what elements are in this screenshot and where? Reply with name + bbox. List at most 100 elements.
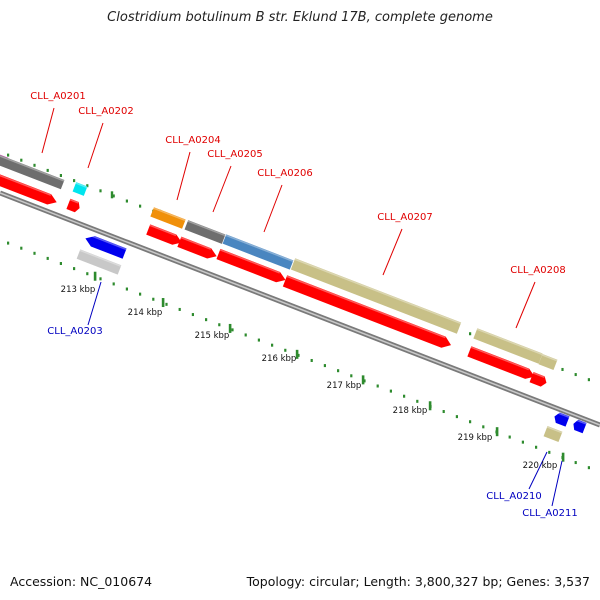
tick-dot-outer [86, 184, 89, 188]
gene-box-cll-a0204-shape [150, 207, 186, 229]
gene-label: CLL_A0210 [486, 491, 541, 502]
gene-label-leader [41, 107, 55, 154]
tick-major-inner [495, 427, 499, 437]
gene-label: CLL_A0205 [207, 149, 262, 160]
gene-label: CLL_A0206 [257, 168, 312, 179]
cds-arrow-a0207-highlight [286, 275, 446, 339]
tick-major-inner [93, 271, 97, 281]
backbone-highlight [0, 192, 600, 426]
tick-dot-inner [46, 256, 49, 260]
gene-label: CLL_A0202 [78, 106, 133, 117]
tick-dot-inner [178, 307, 181, 311]
tick-major-inner [295, 349, 299, 359]
gene-box-cll-a0210-highlight [546, 426, 563, 434]
gene-box-cll-a0206-highlight [225, 234, 294, 262]
cds-arrow-a0208-highlight [470, 346, 530, 371]
tick-dot-inner [139, 292, 142, 296]
tick-major-inner [561, 452, 565, 462]
cds-arrow-a0208-shape [467, 346, 535, 379]
tick-dot-inner [389, 389, 392, 393]
gene-box-cll-a0202-highlight [75, 182, 88, 189]
gene-box-cll-a0208 [473, 328, 543, 364]
tick-dot-inner [455, 415, 458, 419]
cds-arrow-end-highlight [532, 372, 545, 378]
tick-major-outer [110, 191, 114, 199]
gene-box-cll-a0201 [0, 154, 65, 190]
tick-dot-inner [284, 348, 287, 352]
cds-arrow-a0205 [177, 236, 217, 259]
tick-dot-inner [442, 410, 445, 414]
gene-box-cll-a0207-shape [290, 258, 462, 334]
cds-arrow-a0204 [146, 224, 182, 245]
tick-dot-inner [152, 297, 155, 301]
cds-arrow-a0206-shape [216, 248, 286, 283]
tick-dot-outer [7, 153, 10, 157]
cds-arrow-a0210 [554, 411, 570, 427]
tick-dot-inner [521, 440, 524, 444]
cds-arrow-a0211 [573, 418, 587, 434]
tick-dot-inner [548, 450, 551, 454]
tick-dot-outer [561, 367, 564, 371]
gene-box-cll-a0205-highlight [187, 220, 226, 237]
cds-arrow-a0205-shape [177, 236, 217, 259]
tick-dot-inner [337, 369, 340, 373]
tick-dot-outer [59, 174, 62, 178]
gene-label-leader [551, 460, 563, 507]
axis-tick-label: 220 kbp [523, 461, 558, 471]
tick-dot-inner [297, 353, 300, 357]
gene-box-khaki-end-shape [538, 353, 558, 371]
tick-dot-outer [33, 163, 36, 167]
tick-dot-inner [205, 318, 208, 322]
gene-box-cll-a0201-shape [0, 154, 65, 190]
accession-text: Accession: NC_010674 [10, 574, 153, 589]
tick-dot-inner [59, 262, 62, 266]
cds-arrow-a0202 [66, 198, 80, 213]
cds-arrow-end [529, 371, 547, 387]
gene-box-cll-a0205-shape [184, 220, 226, 244]
tick-dot-outer [99, 189, 102, 193]
gene-label: CLL_A0204 [165, 135, 220, 146]
tick-dot-outer [112, 194, 115, 198]
tick-dot-inner [112, 282, 115, 286]
tick-dot-inner [33, 251, 36, 255]
gene-label-leader [263, 184, 283, 233]
tick-major-inner [228, 323, 232, 333]
axis-tick-label: 217 kbp [327, 381, 362, 391]
gene-box-cll-a0206-shape [222, 234, 294, 270]
tick-dot-inner [7, 241, 10, 245]
tick-major-inner [161, 298, 165, 308]
genome-summary-text: Topology: circular; Length: 3,800,327 bp… [246, 574, 590, 589]
axis-tick-label: 214 kbp [128, 308, 163, 318]
cds-arrow-a0202-highlight [69, 198, 79, 204]
tick-dot-inner [244, 333, 247, 337]
tick-dot-inner [218, 323, 221, 327]
tick-dots-layer [7, 153, 590, 470]
cds-arrow-a0203 [85, 233, 127, 259]
tick-dot-inner [376, 384, 379, 388]
axis-tick-label: 215 kbp [195, 331, 230, 341]
gene-box-cll-a0208-highlight [476, 328, 543, 356]
tick-dot-outer [574, 373, 577, 377]
tick-dot-inner [99, 277, 102, 281]
cds-arrow-a0211-shape [573, 419, 587, 434]
gene-label: CLL_A0207 [377, 212, 432, 223]
tick-dot-inner [574, 461, 577, 465]
gene-box-cll-a0206 [222, 234, 294, 270]
gene-box-cll-a0207 [290, 258, 462, 334]
tick-dot-outer [20, 158, 23, 162]
tick-dot-inner [73, 267, 76, 271]
gene-label-leader [87, 281, 102, 326]
cds-arrow-a0207-shape [282, 275, 452, 348]
gene-label-leader [515, 281, 536, 329]
gene-box-cll-a0203 [76, 249, 122, 275]
gene-box-cll-a0210-shape [543, 425, 563, 443]
gene-box-cll-a0203-highlight [79, 249, 122, 267]
cds-arrow-a0211-highlight [574, 418, 587, 425]
cds-arrow-a0206 [216, 248, 286, 283]
cds-arrow-a0207 [282, 275, 452, 348]
tick-dot-inner [403, 394, 406, 398]
tick-major-inner [428, 401, 432, 411]
cds-arrow-a0203-shape [85, 236, 127, 259]
